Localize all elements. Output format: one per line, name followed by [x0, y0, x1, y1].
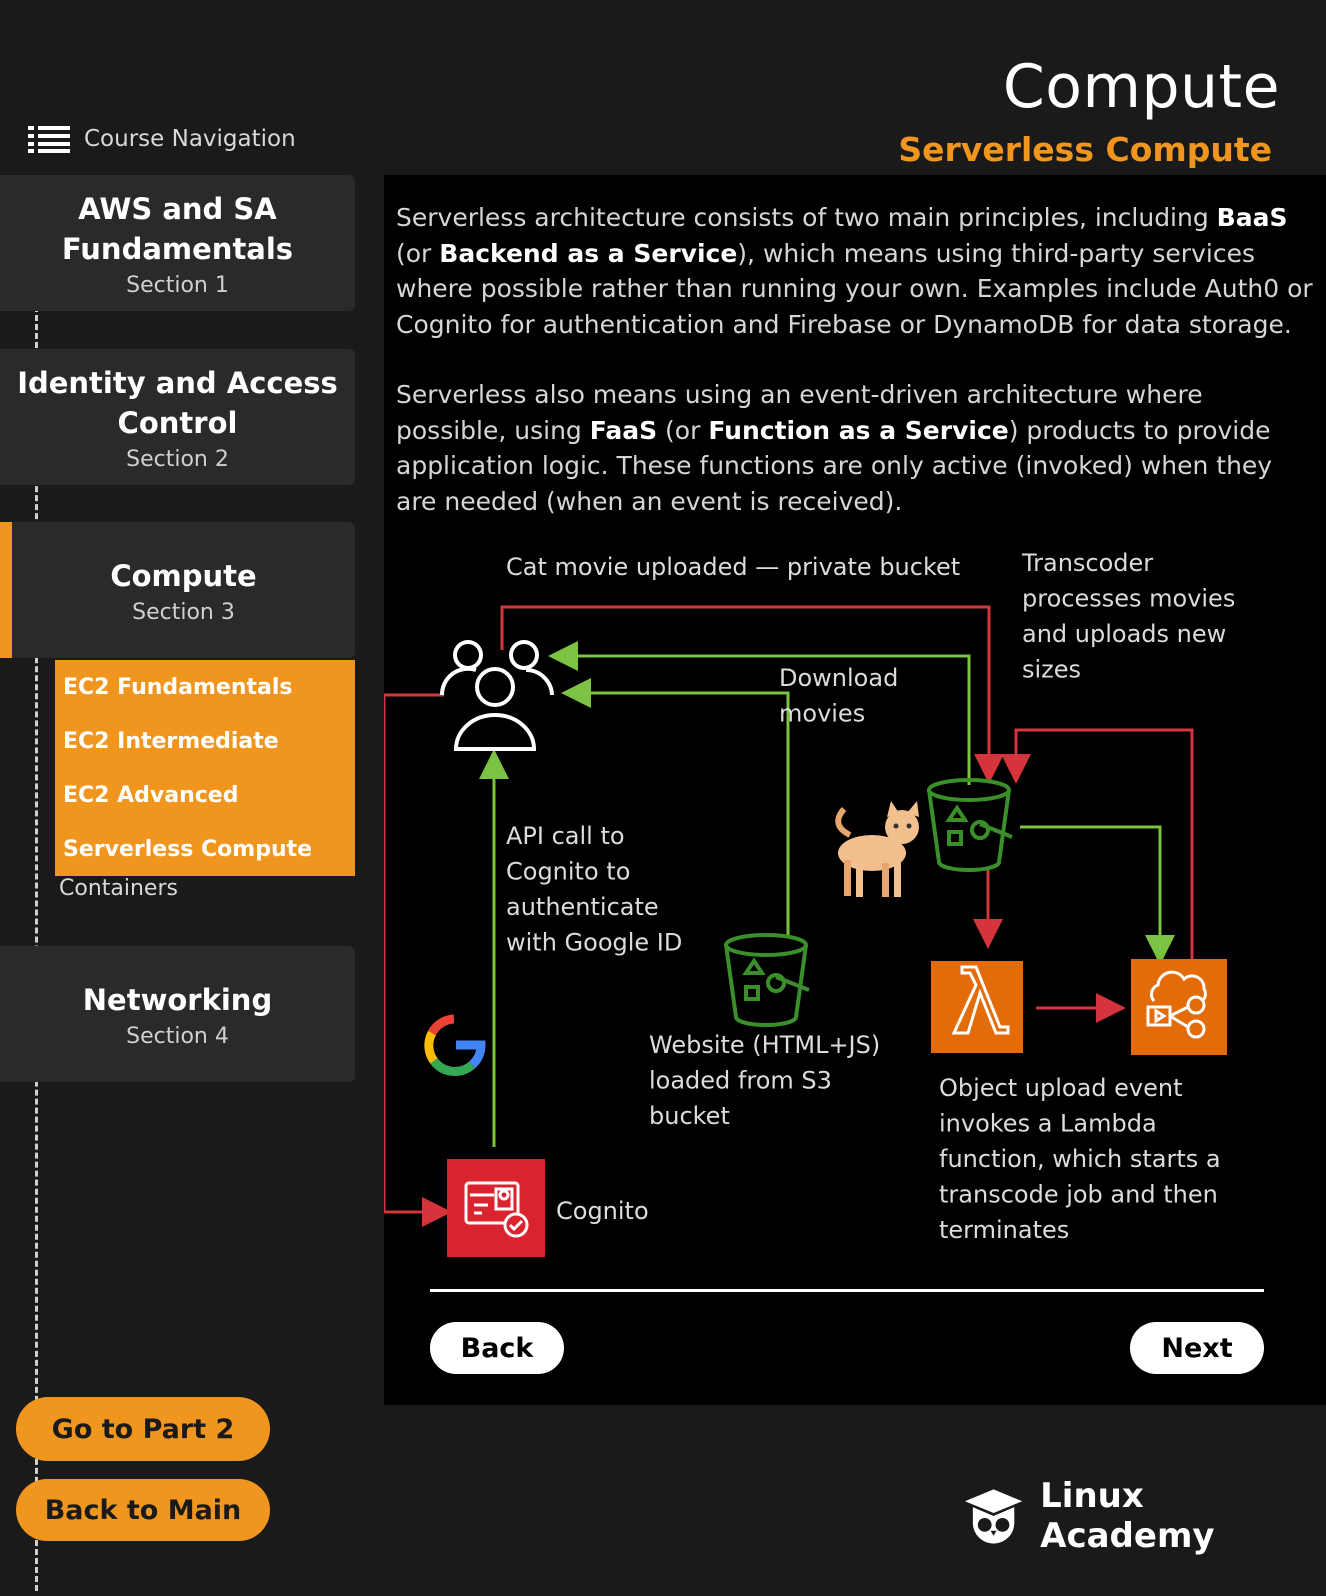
text-run: (or [396, 238, 440, 268]
section-title-line: Control [117, 405, 238, 440]
text-run: Serverless also means using an event-dri… [396, 380, 1203, 445]
cat-icon [835, 801, 919, 897]
subnav-item-ec2-fundamentals[interactable]: EC2 Fundamentals [63, 674, 293, 700]
page-title: Compute [1002, 52, 1280, 122]
section-3-subnav: EC2 Fundamentals EC2 Intermediate EC2 Ad… [55, 660, 355, 876]
lambda-icon [931, 961, 1023, 1053]
google-icon [424, 1014, 486, 1076]
content-divider [430, 1289, 1264, 1292]
bold-term: FaaS [589, 415, 658, 445]
section-title: Identity and Access Control [17, 363, 338, 443]
section-title: Networking [82, 982, 273, 1017]
cognito-icon [447, 1159, 545, 1257]
back-button[interactable]: Back [430, 1322, 564, 1374]
upload-label: Cat movie uploaded — private bucket [506, 553, 960, 581]
cognito-label: Cognito [556, 1197, 649, 1225]
transcoder-label: Transcoder processes movies and uploads … [1021, 549, 1243, 684]
download-label: Download movies [779, 664, 906, 728]
nav-header-label: Course Navigation [84, 126, 296, 152]
event-label: Object upload event invokes a Lambda fun… [939, 1074, 1228, 1244]
section-title-line: AWS and SA [78, 191, 277, 226]
list-menu-icon [28, 126, 70, 153]
next-button[interactable]: Next [1130, 1322, 1264, 1374]
section-card-1[interactable]: AWS and SA Fundamentals Section 1 [0, 175, 355, 311]
section-card-2[interactable]: Identity and Access Control Section 2 [0, 349, 355, 485]
s3-bucket-icon [927, 778, 1013, 872]
section-title-line: Identity and Access [17, 365, 338, 400]
go-to-part-2-button[interactable]: Go to Part 2 [16, 1397, 270, 1461]
bold-term: Backend as a Service [439, 238, 738, 268]
subnav-item-serverless-compute[interactable]: Serverless Compute [63, 836, 313, 862]
text-run: ), which means using third-party service… [396, 238, 1313, 339]
section-card-3[interactable]: Compute Section 3 [0, 522, 355, 658]
section-title: Compute [110, 558, 257, 593]
auth-flow-arrow [384, 693, 452, 1227]
diagram-connectors [384, 605, 1194, 1227]
section-number: Section 3 [132, 599, 235, 625]
website-flow-arrow [561, 678, 790, 937]
s3-bucket-icon [724, 933, 810, 1027]
section-number: Section 1 [126, 272, 229, 298]
intro-paragraph-1: Serverless architecture consists of two … [396, 200, 1314, 342]
brand-logo: Linux Academy [963, 1476, 1326, 1556]
serverless-architecture-diagram: Cat movie uploaded — private bucket Tran… [384, 549, 1243, 1257]
subnav-item-containers[interactable]: Containers [59, 876, 178, 901]
intro-paragraph-2: Serverless also means using an event-dri… [396, 377, 1314, 519]
api-call-label: API call to Cognito to authenticate with… [506, 822, 682, 957]
section-title: AWS and SA Fundamentals [62, 189, 293, 269]
section-title-line: Fundamentals [61, 231, 294, 266]
subnav-item-ec2-intermediate[interactable]: EC2 Intermediate [63, 728, 279, 754]
download-flow-arrow [548, 641, 971, 785]
subnav-item-ec2-advanced[interactable]: EC2 Advanced [63, 782, 239, 808]
transcoder-to-bucket-arrow [1001, 728, 1194, 959]
text-run: ) products to provide application logic.… [396, 415, 1273, 516]
back-to-main-button[interactable]: Back to Main [16, 1479, 270, 1541]
section-card-4[interactable]: Networking Section 4 [0, 946, 355, 1082]
bold-term: Function as a Service [708, 415, 1009, 445]
bold-term: BaaS [1216, 203, 1288, 232]
text-run: (or [657, 415, 709, 445]
owl-graduation-cap-icon [964, 1489, 1023, 1544]
section-number: Section 4 [126, 1023, 229, 1049]
website-label: Website (HTML+JS) loaded from S3 bucket [649, 1031, 888, 1130]
section-number: Section 2 [126, 446, 229, 472]
course-navigation-header[interactable]: Course Navigation [28, 125, 296, 153]
elastic-transcoder-icon [1131, 959, 1227, 1055]
brand-name: Linux Academy [1040, 1476, 1215, 1556]
users-icon [439, 640, 554, 751]
bucket-to-transcoder-arrow [1020, 825, 1175, 965]
upload-flow-arrow [500, 605, 1004, 784]
content-panel: Serverless architecture consists of two … [384, 175, 1326, 1405]
text-run: Serverless architecture consists of two … [396, 203, 1217, 232]
page-subtitle: Serverless Compute [898, 130, 1272, 169]
